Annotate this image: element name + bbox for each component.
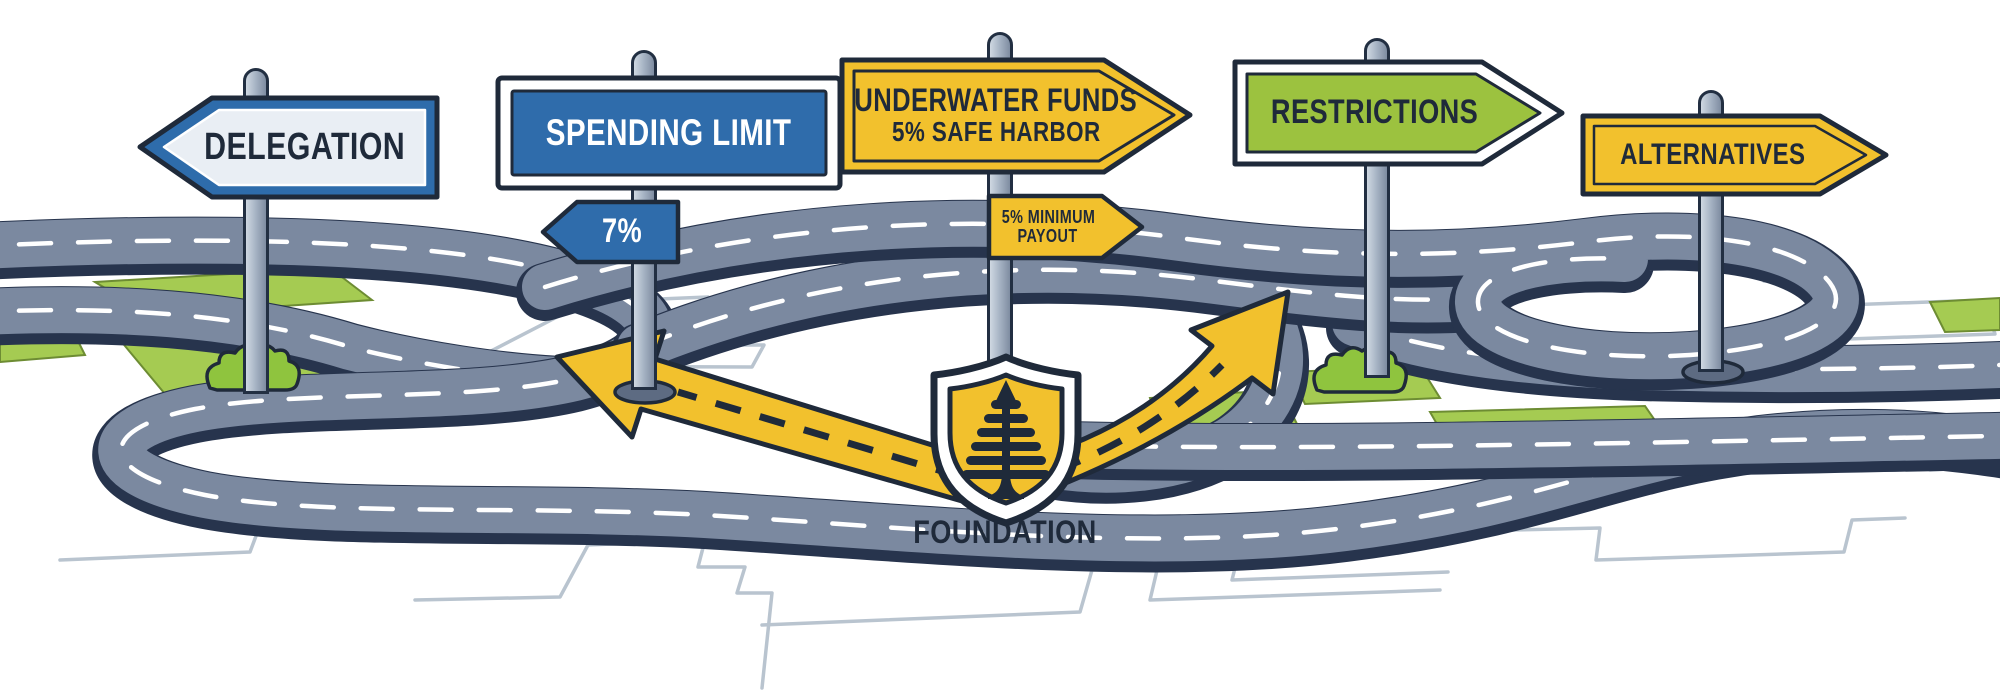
foundation-label-wrap: FOUNDATION (885, 514, 1125, 551)
spending-limit-sign: SPENDING LIMIT (494, 74, 844, 192)
bush-right (1312, 345, 1408, 394)
foundation-shield (928, 352, 1084, 530)
delegation-sign-shape (137, 95, 440, 200)
minimum-payout-sign-shape (986, 193, 1145, 261)
road-lower-right (1036, 411, 2000, 482)
alternatives-sign-shape (1580, 113, 1889, 197)
delegation-sign: DELEGATION (130, 90, 445, 205)
seven-percent-sign: 7% (535, 194, 685, 270)
underwater-funds-sign-shape (839, 57, 1193, 175)
spending-limit-sign-shape (495, 75, 843, 191)
seven-percent-sign-shape (540, 199, 681, 265)
restrictions-sign: RESTRICTIONS (1230, 52, 1568, 174)
pine-tree-icon (962, 380, 1050, 499)
foundation-label: FOUNDATION (913, 514, 1097, 550)
minimum-payout-sign: 5% MINIMUM PAYOUT (984, 188, 1148, 266)
foundation-shield-shape (930, 353, 1082, 527)
underwater-funds-sign: UNDERWATER FUNDS 5% SAFE HARBOR (836, 50, 1198, 180)
alternatives-sign: ALTERNATIVES (1578, 108, 1893, 202)
road-network (0, 199, 2000, 573)
restrictions-sign-shape (1232, 59, 1565, 167)
